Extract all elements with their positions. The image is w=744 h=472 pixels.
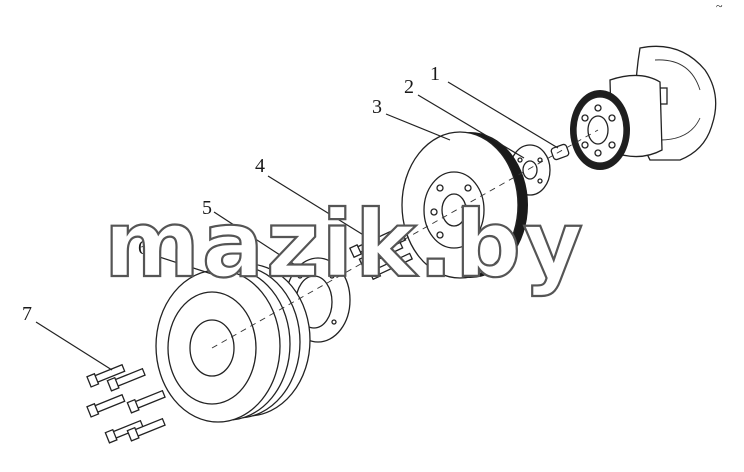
callout-4: 4 xyxy=(255,155,265,177)
callout-2: 2 xyxy=(404,76,414,98)
part-7-pulley-bolts xyxy=(86,363,166,444)
callout-1: 1 xyxy=(430,63,440,85)
callout-3: 3 xyxy=(372,96,382,118)
watermark: mazik.by xyxy=(104,191,585,298)
leader-lines xyxy=(35,81,599,371)
corner-mark: ~ xyxy=(716,0,723,13)
part-4-damper-bolts xyxy=(348,230,414,281)
callout-7: 7 xyxy=(22,303,32,325)
part-1-dowel-pin xyxy=(550,143,570,161)
part-3-vibration-damper xyxy=(401,131,528,279)
crankshaft-gear xyxy=(570,90,630,170)
part-6-crankshaft-pulley xyxy=(155,263,311,423)
callout-5: 5 xyxy=(202,197,212,219)
callout-labels: 1 2 3 4 5 6 7 xyxy=(22,63,440,325)
callout-6: 6 xyxy=(138,237,148,259)
crankshaft-end xyxy=(609,45,717,161)
